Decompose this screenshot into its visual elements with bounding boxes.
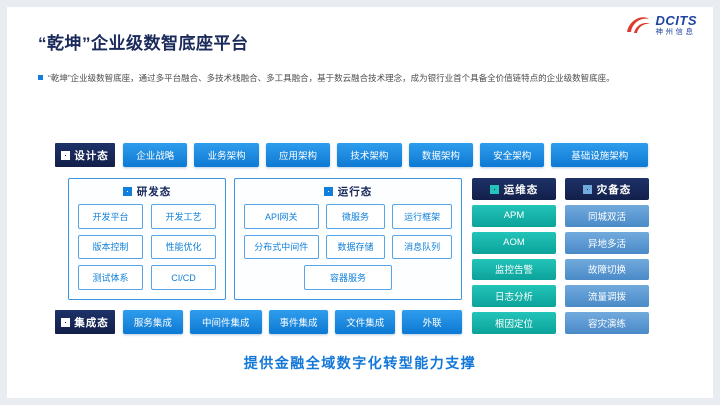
dr-column: 灾备态 同城双活 异地多活 故障切换 流量调拨 容灾演练	[565, 178, 649, 334]
dr-item-1: 同城双活	[565, 205, 649, 227]
footer-slogan: 提供金融全域数字化转型能力支撑	[243, 355, 477, 371]
run-box-header: 运行态	[244, 179, 452, 204]
run-item-3: 运行框架	[392, 204, 452, 229]
design-item-7: 基础设施架构	[551, 143, 649, 167]
design-row: 设计态 企业战略 业务架构 应用架构 技术架构 数据架构 安全架构 基础设施架构	[55, 143, 649, 167]
dev-item-3: 版本控制	[78, 234, 143, 260]
dr-column-label: 灾备态	[596, 183, 632, 196]
run-item-5: 数据存储	[325, 234, 386, 260]
run-item-6: 消息队列	[392, 234, 452, 260]
dev-box-items: 开发平台 开发工艺 版本控制 性能优化 测试体系 CI/CD	[78, 204, 216, 290]
integration-item-4: 文件集成	[335, 310, 396, 334]
grid-icon	[61, 150, 71, 160]
grid-icon	[489, 184, 499, 194]
grid-icon	[323, 187, 333, 196]
design-item-3: 应用架构	[265, 143, 331, 167]
dr-column-header: 灾备态	[565, 178, 649, 200]
ops-item-1: APM	[472, 205, 556, 227]
ops-item-2: AOM	[472, 231, 556, 254]
dev-item-6: CI/CD	[151, 265, 216, 290]
design-row-label: 设计态	[55, 143, 115, 167]
design-row-label-text: 设计态	[74, 149, 109, 162]
run-box: 运行态 API网关 微服务 运行框架 分布式中间件 数据存储 消息队列 容器服务	[234, 178, 462, 300]
run-box-items: API网关 微服务 运行框架 分布式中间件 数据存储 消息队列 容器服务	[244, 204, 452, 290]
integration-item-3: 事件集成	[268, 310, 329, 334]
dev-item-4: 性能优化	[151, 234, 216, 260]
dr-item-3: 故障切换	[565, 258, 649, 281]
design-item-2: 业务架构	[194, 143, 259, 167]
integration-item-5: 外联	[402, 310, 463, 334]
run-item-7: 容器服务	[304, 265, 392, 290]
grid-icon	[582, 184, 592, 194]
ops-item-4: 日志分析	[472, 285, 556, 308]
logo-company: 神州信息	[655, 27, 696, 37]
intro-line: “乾坤”企业级数智底座，通过多平台融合、多技术栈融合、多工具融合，基于数云融合技…	[38, 73, 686, 84]
integration-row-items: 服务集成 中间件集成 事件集成 文件集成 外联	[123, 310, 463, 334]
dev-item-2: 开发工艺	[151, 204, 216, 229]
dev-box-label: 研发态	[136, 186, 172, 198]
ops-item-3: 监控告警	[472, 258, 556, 281]
bullet-square-icon	[38, 75, 43, 80]
ops-column: 运维态 APM AOM 监控告警 日志分析 根因定位	[472, 178, 556, 334]
logo-brand: DCITS	[655, 12, 697, 28]
grid-icon	[61, 317, 71, 327]
logo-text: DCITS 神州信息	[655, 12, 698, 37]
dr-item-2: 异地多活	[565, 231, 649, 254]
design-item-6: 安全架构	[480, 143, 545, 167]
integration-row-label-text: 集成态	[74, 316, 109, 329]
run-item-1: API网关	[244, 204, 319, 229]
dev-item-1: 开发平台	[78, 204, 143, 229]
dcits-logo-icon	[626, 17, 650, 33]
run-item-4: 分布式中间件	[244, 234, 319, 260]
design-item-1: 企业战略	[123, 143, 188, 167]
slide: DCITS 神州信息 “乾坤”企业级数智底座平台 “乾坤”企业级数智底座，通过多…	[7, 7, 713, 398]
integration-item-1: 服务集成	[123, 310, 183, 334]
ops-item-5: 根因定位	[472, 312, 556, 334]
grid-icon	[122, 187, 132, 196]
intro-text: “乾坤”企业级数智底座，通过多平台融合、多技术栈融合、多工具融合，基于数云融合技…	[48, 73, 615, 83]
logo: DCITS 神州信息	[625, 13, 698, 37]
dev-item-5: 测试体系	[78, 265, 143, 290]
dev-box-header: 研发态	[78, 179, 216, 204]
run-item-2: 微服务	[325, 204, 386, 229]
integration-row: 集成态 服务集成 中间件集成 事件集成 文件集成 外联	[55, 310, 463, 334]
integration-item-2: 中间件集成	[189, 310, 262, 334]
ops-column-header: 运维态	[472, 178, 556, 200]
dr-item-5: 容灾演练	[565, 312, 649, 334]
ops-column-label: 运维态	[503, 183, 539, 196]
integration-row-label: 集成态	[55, 310, 115, 334]
design-item-4: 技术架构	[337, 143, 402, 167]
design-row-items: 企业战略 业务架构 应用架构 技术架构 数据架构 安全架构 基础设施架构	[123, 143, 649, 167]
design-item-5: 数据架构	[408, 143, 474, 167]
run-box-label: 运行态	[337, 186, 373, 198]
dev-box: 研发态 开发平台 开发工艺 版本控制 性能优化 测试体系 CI/CD	[68, 178, 226, 300]
dr-item-4: 流量调拨	[565, 285, 649, 308]
page-title: “乾坤”企业级数智底座平台	[38, 34, 249, 53]
